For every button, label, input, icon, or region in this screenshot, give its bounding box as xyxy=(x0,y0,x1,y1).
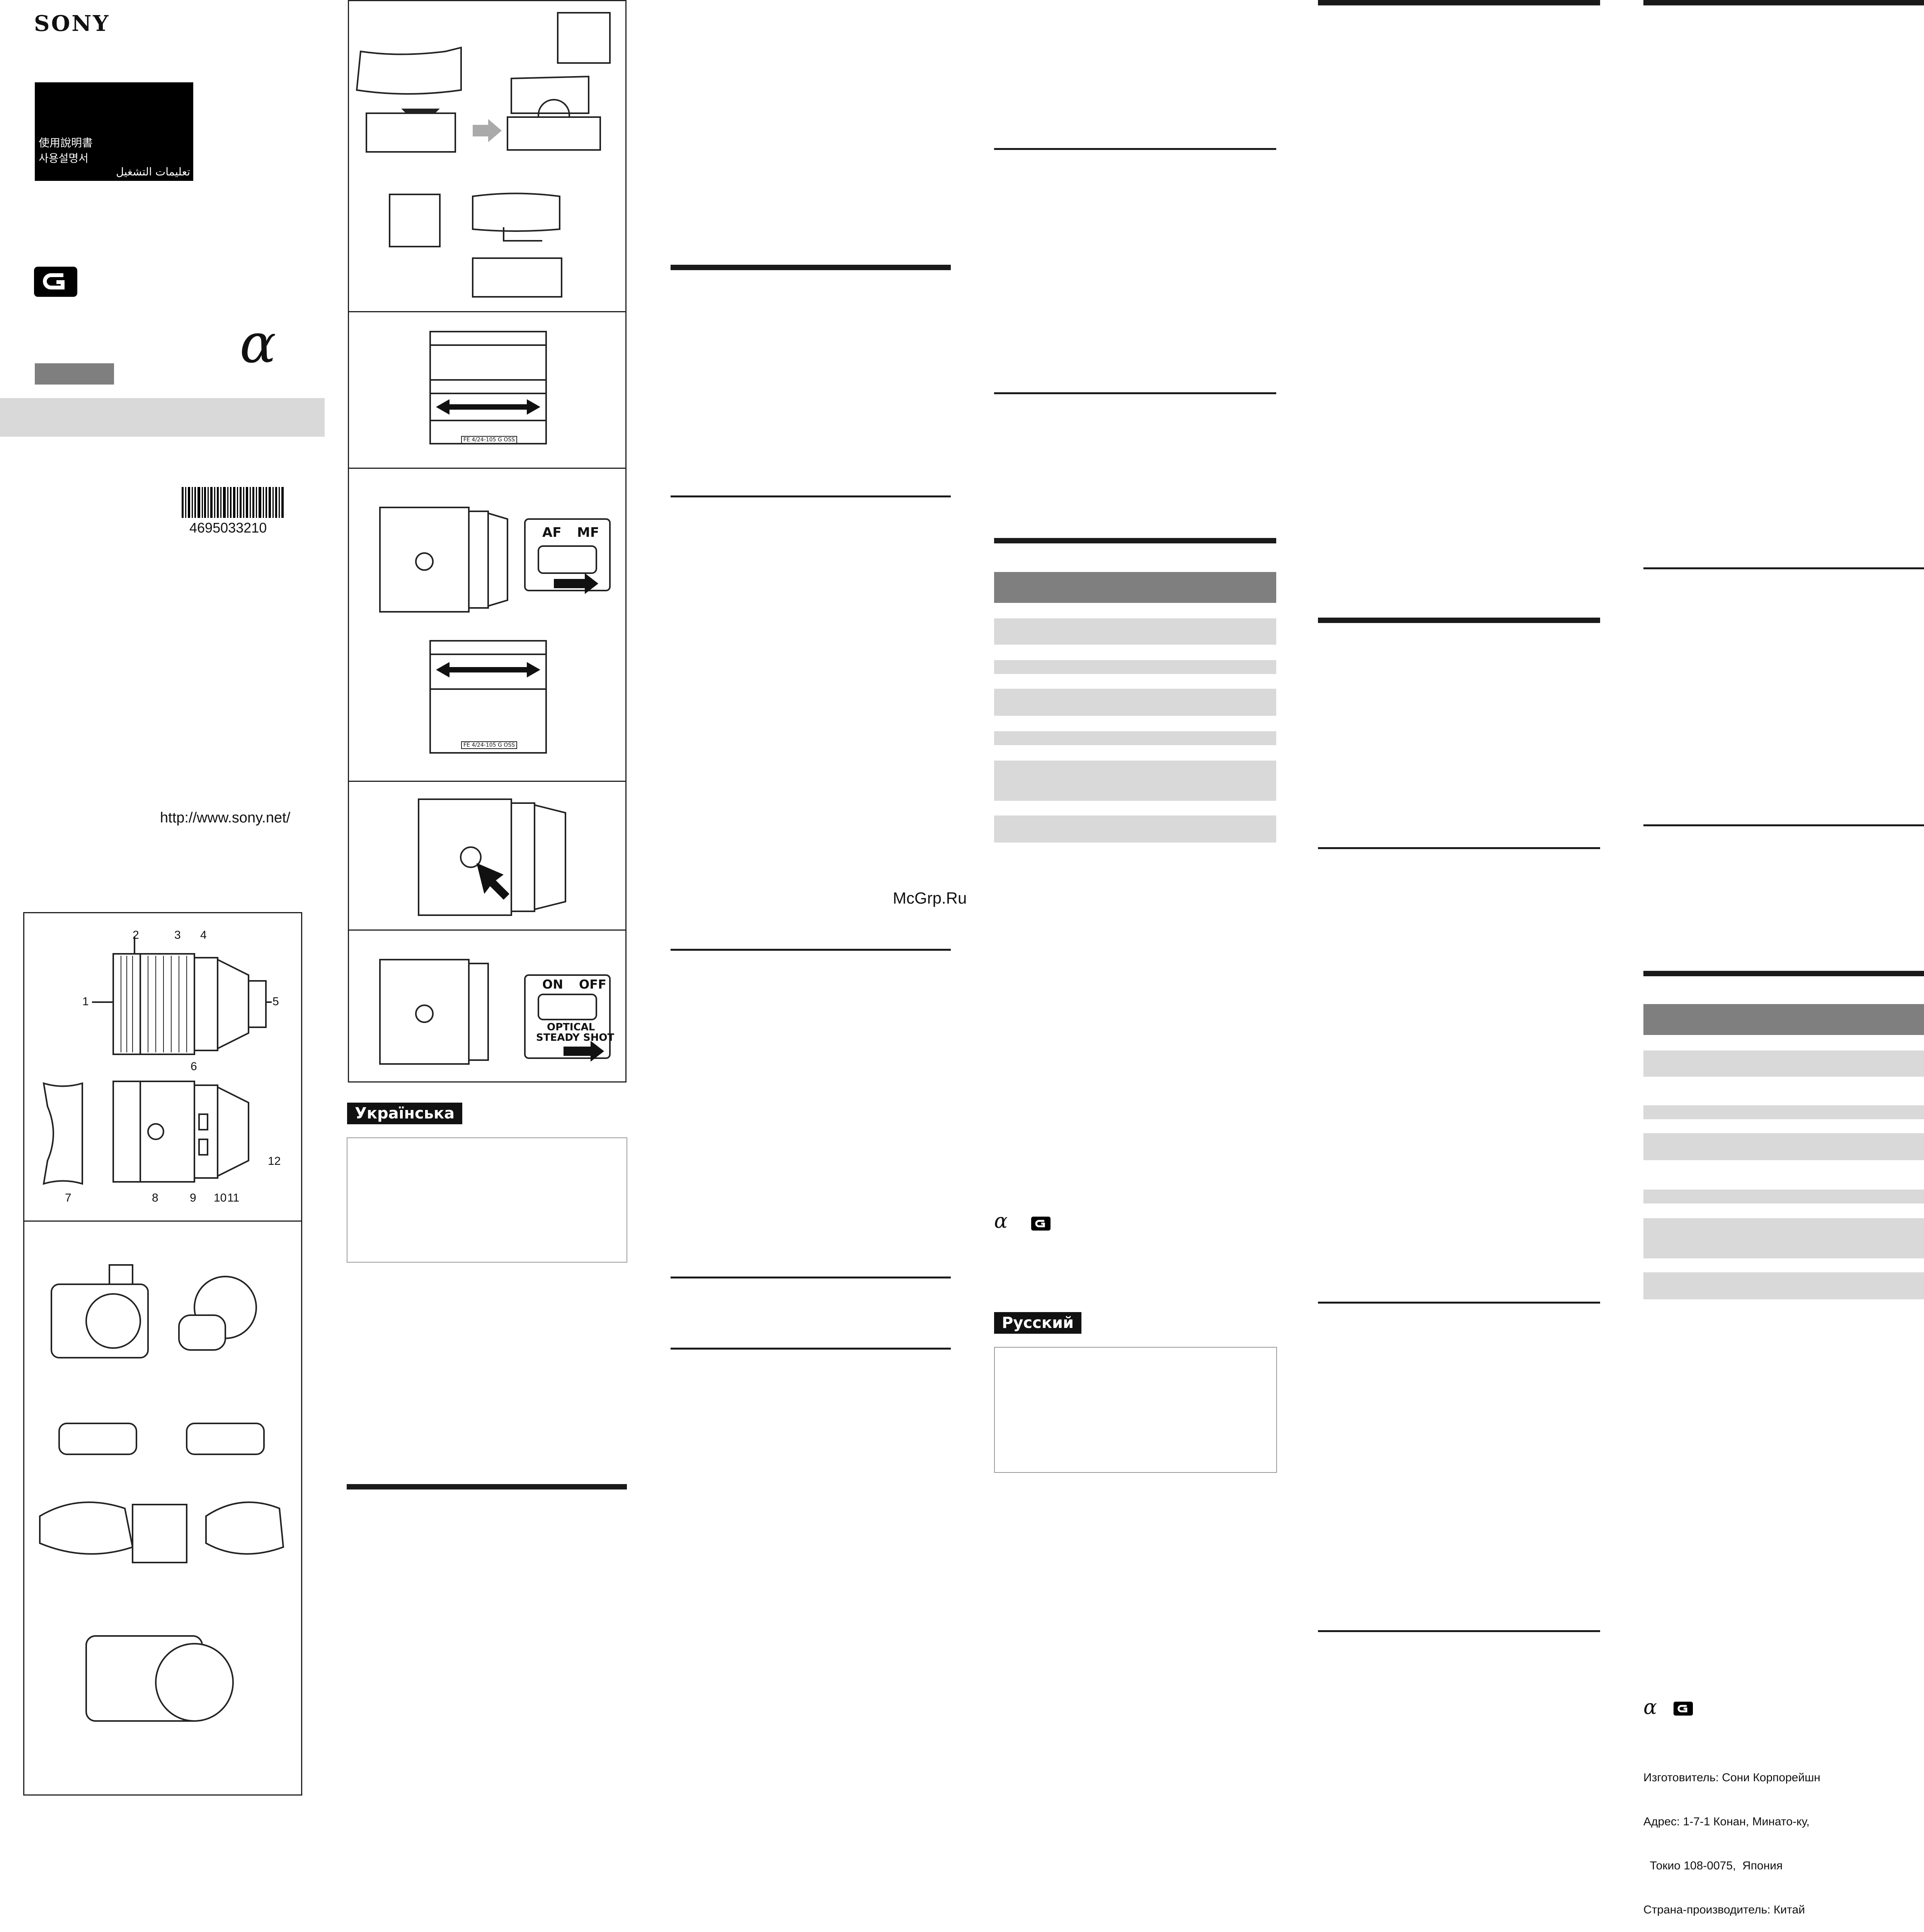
title-korean: 사용설명서 xyxy=(39,152,89,165)
table-row-bar xyxy=(1643,1218,1924,1258)
oss-label-line1: OPTICAL xyxy=(547,1021,595,1033)
focus-hold-illustration xyxy=(418,798,566,916)
g-badge-icon xyxy=(1031,1217,1051,1231)
russian-notice-box xyxy=(994,1347,1277,1473)
table-row-bar xyxy=(994,761,1276,801)
alpha-icon: α xyxy=(1643,1696,1657,1719)
oss-label-off: OFF xyxy=(579,977,606,992)
cover-title-box: 使用說明書 사용설명서 تعليمات التشغيل xyxy=(35,82,193,181)
g-badge-icon xyxy=(1674,1702,1693,1716)
lens-side-view-2 xyxy=(43,1081,249,1185)
switch-label-af: AF xyxy=(542,525,562,540)
watermark: McGrp.Ru xyxy=(893,889,967,907)
lens-marking: FE 4/24-105 G OSS xyxy=(461,436,518,444)
section-rule xyxy=(1318,618,1600,623)
callout-4: 4 xyxy=(200,929,207,941)
manufacturer-line: Изготовитель: Сони Корпорейшн xyxy=(1643,1771,1820,1784)
callout-11: 11 xyxy=(227,1192,240,1204)
table-row-bar xyxy=(994,815,1276,843)
section-rule xyxy=(1643,971,1924,976)
language-tag-ukrainian: Українська xyxy=(347,1103,463,1124)
section-rule xyxy=(1643,824,1924,826)
section-rule xyxy=(1318,847,1600,849)
mounting-illustrations xyxy=(39,1264,284,1722)
section-rule xyxy=(671,495,951,497)
section-rule xyxy=(994,392,1276,394)
figure-panel-focus: AF MF FE 4/24-105 G OSS xyxy=(348,468,627,783)
section-rule xyxy=(1318,0,1600,5)
zoom-ring-illustration xyxy=(429,331,547,444)
sony-logo: SONY xyxy=(34,11,110,36)
oss-label-on: ON xyxy=(542,977,563,992)
table-header-bar xyxy=(994,572,1276,603)
section-rule xyxy=(347,1484,627,1489)
callout-1: 1 xyxy=(82,995,89,1008)
title-arabic: تعليمات التشغيل xyxy=(116,165,190,178)
callout-10: 10 xyxy=(214,1192,227,1204)
section-rule xyxy=(1643,567,1924,569)
switch-label-mf: MF xyxy=(577,525,599,540)
section-rule xyxy=(671,949,951,951)
section-rule xyxy=(671,1277,951,1278)
table-row-bar xyxy=(1643,1105,1924,1119)
parts-diagram: 2 3 4 1 5 6 7 8 9 10 11 12 xyxy=(23,912,302,1796)
table-row-bar xyxy=(994,689,1276,716)
table-row-bar xyxy=(1643,1050,1924,1077)
figure-panel-hood xyxy=(348,0,627,313)
g-badge-icon xyxy=(34,267,77,297)
callout-8: 8 xyxy=(152,1192,158,1204)
subtitle-bar xyxy=(0,398,325,437)
callout-6: 6 xyxy=(191,1060,197,1073)
manufacturer-line: Страна-производитель: Китай xyxy=(1643,1903,1805,1916)
ukrainian-notice-box xyxy=(347,1137,627,1263)
figure-panel-zoom: FE 4/24-105 G OSS xyxy=(348,311,627,470)
section-rule xyxy=(671,265,951,270)
figure-panel-oss: ON OFF OPTICAL STEADY SHOT xyxy=(348,929,627,1083)
lens-marking-2: FE 4/24-105 G OSS xyxy=(461,741,518,749)
section-rule xyxy=(994,148,1276,150)
website-link[interactable]: http://www.sony.net/ xyxy=(160,810,291,826)
language-tag-russian: Русский xyxy=(994,1312,1082,1334)
section-rule xyxy=(994,538,1276,543)
lens-side-view-1 xyxy=(92,936,272,1055)
title-chinese: 使用說明書 xyxy=(39,136,93,149)
callout-7: 7 xyxy=(65,1192,72,1204)
divider xyxy=(24,1220,301,1222)
model-bar xyxy=(35,363,114,385)
table-row-bar xyxy=(1643,1272,1924,1299)
barcode-number: 4695033210 xyxy=(189,520,267,536)
callout-12: 12 xyxy=(268,1155,281,1168)
callout-9: 9 xyxy=(190,1192,196,1204)
callout-3: 3 xyxy=(174,929,181,941)
section-rule xyxy=(1318,1302,1600,1304)
table-row-bar xyxy=(994,731,1276,745)
manufacturer-line: Токио 108-0075, Япония xyxy=(1643,1859,1783,1872)
section-rule xyxy=(1318,1630,1600,1632)
callout-5: 5 xyxy=(272,995,279,1008)
callout-2: 2 xyxy=(133,929,139,941)
oss-switch-illustration xyxy=(379,959,611,1065)
alpha-icon: α xyxy=(994,1210,1008,1233)
barcode-icon xyxy=(182,487,284,518)
figure-panel-hold-button xyxy=(348,781,627,932)
oss-label-line2: STEADY SHOT xyxy=(536,1032,615,1043)
manufacturer-info: Изготовитель: Сони Корпорейшн Адрес: 1-7… xyxy=(1643,1741,1820,1932)
table-header-bar xyxy=(1643,1004,1924,1035)
table-row-bar xyxy=(994,660,1276,674)
table-row-bar xyxy=(1643,1190,1924,1203)
section-rule xyxy=(671,1348,951,1350)
focus-mode-illustration xyxy=(379,507,611,754)
manufacturer-line: Адрес: 1-7-1 Конан, Минато-ку, xyxy=(1643,1815,1810,1828)
hood-attach-illustration xyxy=(356,12,611,298)
section-rule xyxy=(1643,0,1924,5)
alpha-icon: α xyxy=(240,312,276,375)
table-row-bar xyxy=(1643,1133,1924,1160)
table-row-bar xyxy=(994,618,1276,645)
